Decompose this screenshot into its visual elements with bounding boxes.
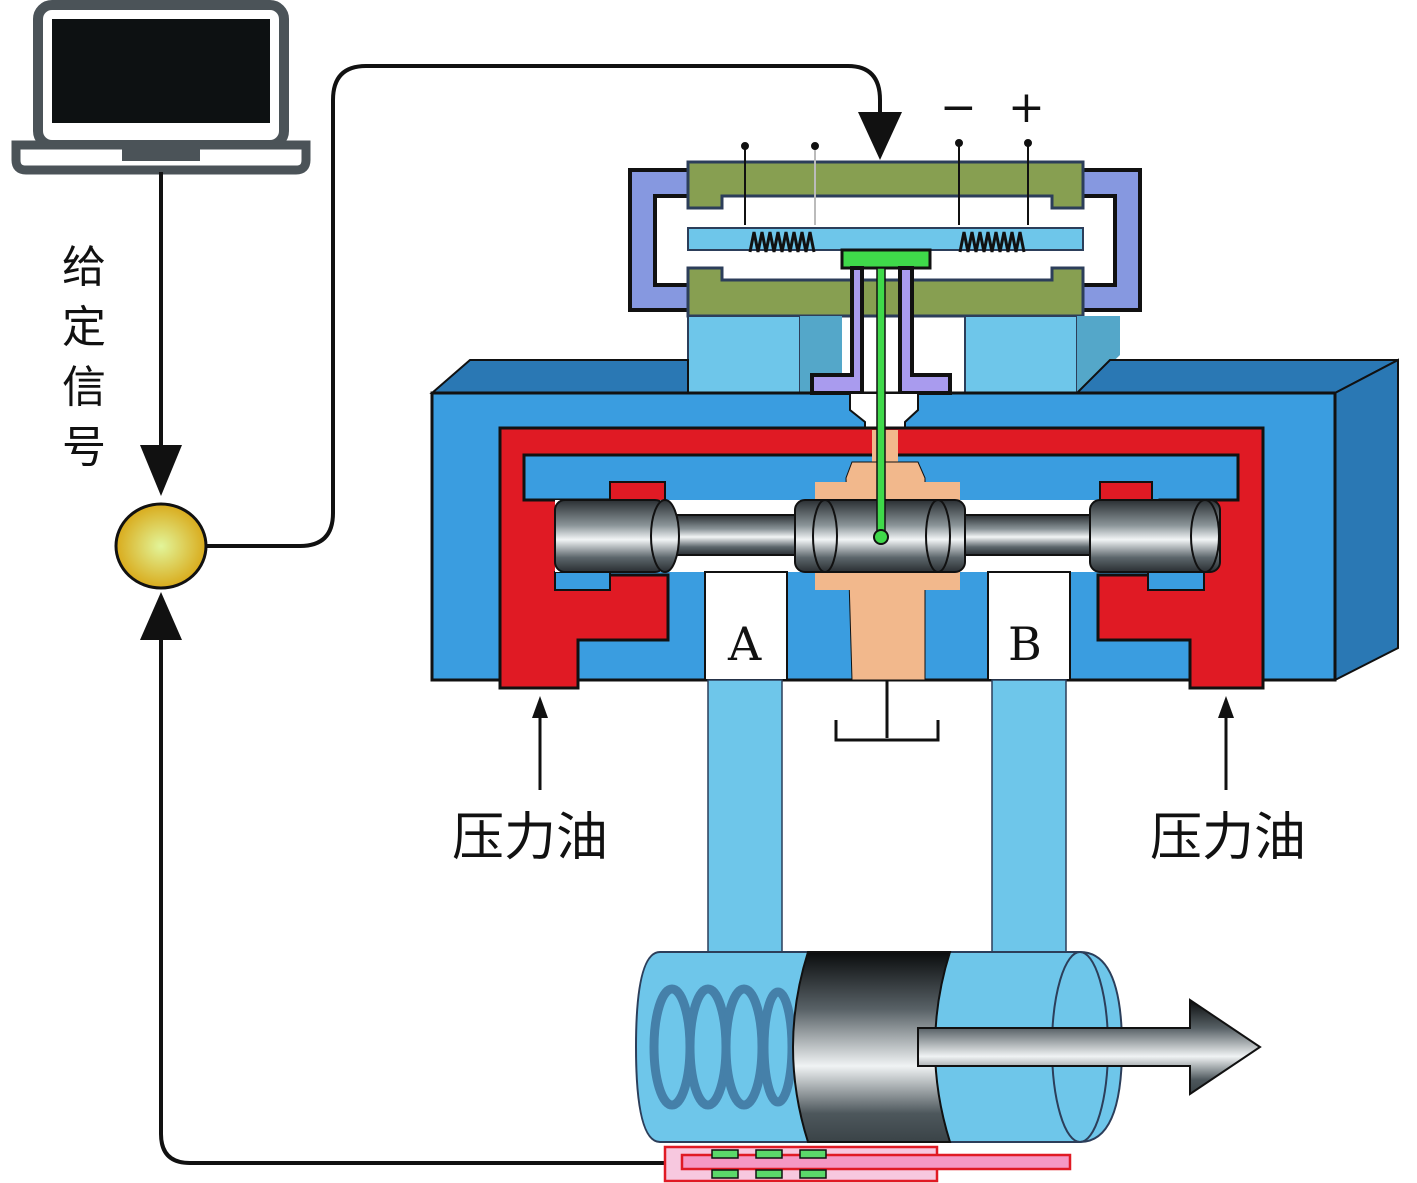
pressure-oil-inlet-right: 压力油: [1150, 696, 1306, 868]
hydraulic-cylinder: [634, 951, 1262, 1143]
piston-rod: [917, 998, 1262, 1096]
pressure-oil-channel: [498, 426, 1265, 690]
pressure-oil-right-label: 压力油: [1150, 808, 1306, 868]
left-coil: [748, 231, 816, 253]
given-signal-text: 给 定 信 号: [62, 242, 120, 473]
spool: [554, 499, 1221, 573]
drain-tank-icon: [834, 680, 940, 742]
plus-terminal-label: +: [1008, 82, 1045, 133]
flapper-rod: [873, 267, 889, 545]
reference-signal-line: [140, 172, 182, 496]
feedback-signal-line: [140, 592, 665, 1165]
control-signal-line: [206, 64, 902, 548]
port-a-label: A: [727, 617, 762, 671]
return-spring-icon: [649, 984, 797, 1110]
port-b: B: [987, 571, 1071, 681]
minus-terminal-label: −: [940, 82, 977, 133]
right-coil: [958, 231, 1026, 253]
left-magnet: [628, 168, 692, 312]
summing-junction: [114, 502, 208, 590]
right-magnet: [1078, 168, 1142, 312]
upper-pole-piece: [686, 160, 1085, 210]
given-signal-label: 给 定 信 号: [62, 242, 120, 473]
motor-supports: [687, 315, 1120, 397]
coil-leads: [741, 139, 1032, 225]
port-a: A: [704, 571, 788, 681]
laptop-icon: [11, 0, 311, 175]
piston: [792, 951, 952, 1143]
position-sensor: [663, 1145, 1072, 1183]
pressure-oil-inlet-left: 压力油: [452, 696, 608, 868]
port-b-label: B: [1008, 617, 1042, 671]
pressure-oil-left-label: 压力油: [452, 808, 608, 868]
hydraulic-lines: [707, 679, 1067, 953]
flapper-head: [840, 248, 932, 270]
